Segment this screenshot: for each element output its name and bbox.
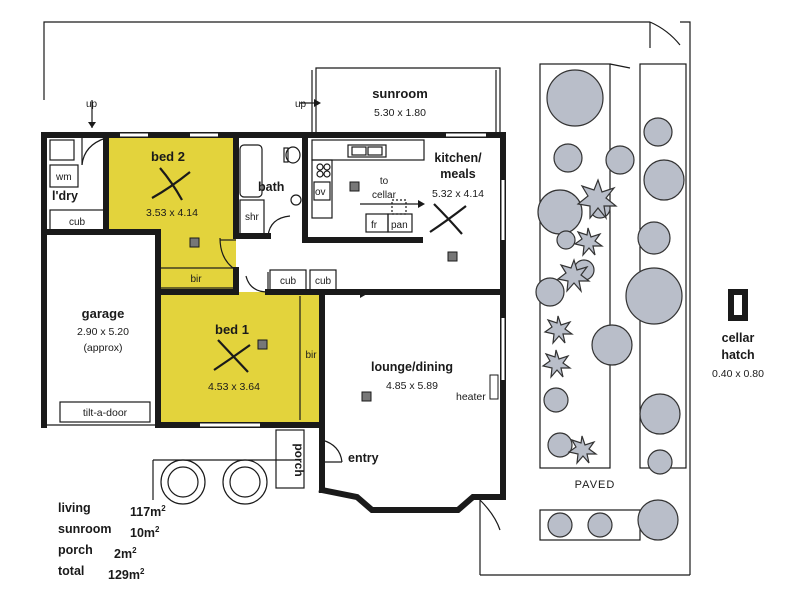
lounge-name: lounge/dining xyxy=(371,360,453,374)
bed2-name: bed 2 xyxy=(151,149,185,164)
tilt-a-door-label: tilt-a-door xyxy=(83,407,128,419)
area-value: 129m2 xyxy=(108,563,144,584)
area-number: 10m xyxy=(130,526,156,541)
entry-label: entry xyxy=(348,451,379,465)
window-lines xyxy=(120,132,506,428)
area-row-porch: porch 2m2 xyxy=(58,542,166,563)
garage-name: garage xyxy=(82,306,125,321)
cellar-hatch-label-2: hatch xyxy=(721,348,754,362)
area-unit-sup: 2 xyxy=(132,546,137,556)
cellar-hatch-icon xyxy=(728,289,748,321)
cub-hall-label-2: cub xyxy=(315,276,332,287)
garage xyxy=(44,401,158,426)
wm-label: wm xyxy=(55,172,72,183)
area-row-total: total 129m2 xyxy=(58,563,166,584)
heater xyxy=(489,374,499,400)
sunroom-size: 5.30 x 1.80 xyxy=(374,107,426,119)
palm-trees xyxy=(541,178,618,465)
ov-label: ov xyxy=(315,187,326,198)
cub-laundry-label: cub xyxy=(69,217,86,228)
area-name: living xyxy=(58,501,91,515)
area-name: total xyxy=(58,564,85,579)
bed1-fill xyxy=(158,292,321,422)
cellar-hatch-size: 0.40 x 0.80 xyxy=(712,368,764,380)
area-summary: living 117m2 sunroom 10m2 porch 2m2 tota… xyxy=(58,500,166,585)
bed1-name: bed 1 xyxy=(215,322,249,337)
to-cellar-label-2: cellar xyxy=(372,190,397,201)
bathroom-fixtures xyxy=(239,144,302,237)
up-label-laundry: up xyxy=(86,99,98,110)
up-label-sunroom: up xyxy=(295,99,307,110)
area-number: 2m xyxy=(114,547,133,562)
fr-label: fr xyxy=(371,220,378,231)
doors xyxy=(219,99,367,463)
bed1-size: 4.53 x 3.64 xyxy=(208,381,260,393)
bath-name: bath xyxy=(258,180,284,194)
heater-label: heater xyxy=(456,391,486,403)
laundry-fixtures xyxy=(49,100,107,231)
lounge-size: 4.85 x 5.89 xyxy=(386,380,438,392)
kitchen-name-2: meals xyxy=(440,167,475,181)
laundry-name: l'dry xyxy=(52,189,78,203)
sunroom-outline xyxy=(311,67,501,136)
garage-size: 2.90 x 5.20 xyxy=(77,326,129,338)
area-value: 10m2 xyxy=(130,521,159,542)
light-fittings xyxy=(189,181,458,402)
front-shrubs xyxy=(160,459,268,505)
to-cellar-label-1: to xyxy=(380,176,389,187)
area-unit-sup: 2 xyxy=(161,504,166,513)
sunroom-name: sunroom xyxy=(372,86,428,101)
kitchen-fixtures xyxy=(311,139,425,233)
windows xyxy=(120,133,505,427)
kitchen-name-1: kitchen/ xyxy=(434,151,482,165)
cellar-hatch-label-1: cellar xyxy=(722,331,755,345)
paved-label: PAVED xyxy=(575,479,616,491)
area-number: 129m xyxy=(108,568,140,583)
trees xyxy=(535,69,685,541)
area-row-living: living 117m2 xyxy=(58,500,166,521)
kitchen-size: 5.32 x 4.14 xyxy=(432,188,484,200)
area-row-sunroom: sunroom 10m2 xyxy=(58,521,166,542)
ceiling-fans xyxy=(151,167,467,373)
porch-label: porch xyxy=(292,443,306,476)
area-number: 117m xyxy=(130,505,162,520)
area-unit-sup: 2 xyxy=(155,525,160,535)
cupboards xyxy=(159,267,337,489)
pan-label: pan xyxy=(391,220,408,231)
area-name: porch xyxy=(58,543,93,558)
bed2-size: 3.53 x 4.14 xyxy=(146,207,198,219)
shr-label: shr xyxy=(245,212,260,223)
property-boundary xyxy=(43,21,691,576)
cub-hall-label-1: cub xyxy=(280,276,297,287)
area-unit-sup: 2 xyxy=(139,567,145,577)
garage-note: (approx) xyxy=(83,342,122,354)
bir-bed1-label: bir xyxy=(305,350,317,361)
area-value: 117m2 xyxy=(130,500,166,521)
area-name: sunroom xyxy=(58,522,112,537)
bir-bed2-label: bir xyxy=(190,274,202,285)
area-value: 2m2 xyxy=(114,542,137,563)
